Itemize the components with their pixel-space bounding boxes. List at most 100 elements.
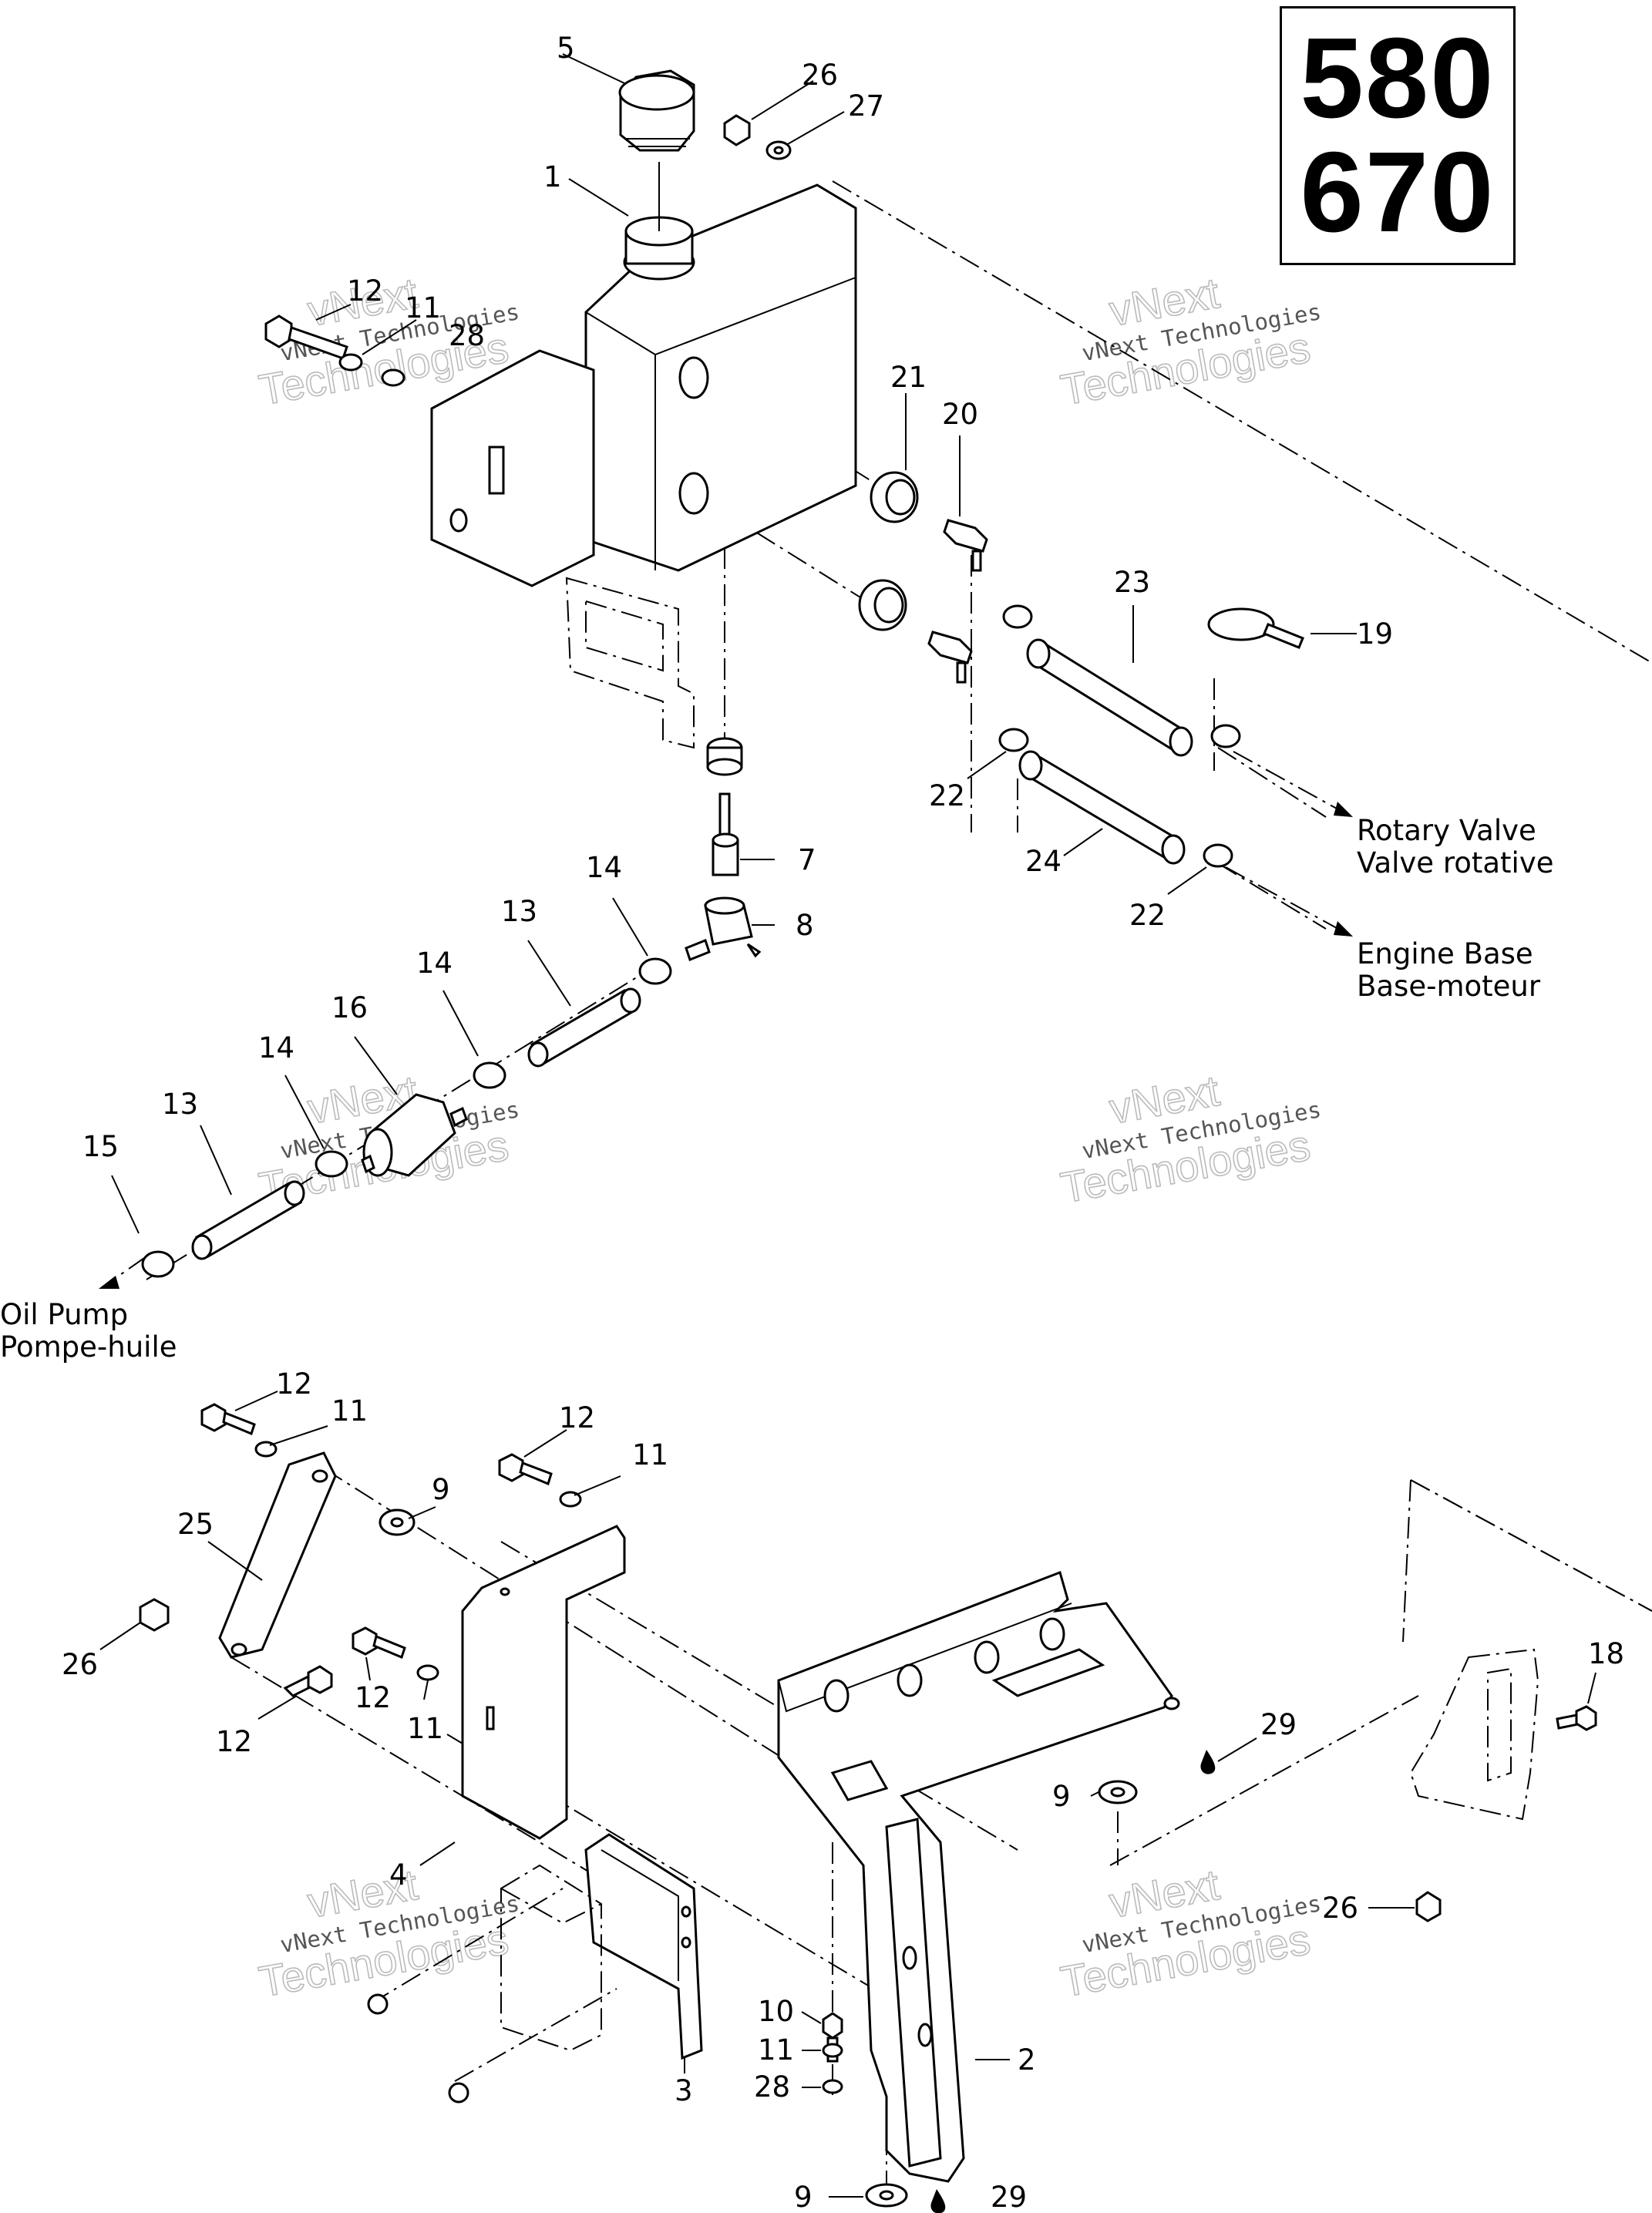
tee-fitting-8: [685, 896, 762, 961]
clamp-14-a: [638, 957, 672, 985]
callout-22: 22: [1129, 899, 1166, 932]
destination-arrows: [99, 751, 1353, 1289]
callout-7: 7: [798, 843, 816, 876]
callout-9: 9: [794, 2181, 813, 2213]
callout-29: 29: [1260, 1708, 1297, 1741]
watermark-4: vNext vNext Technologies Technologies: [1056, 1065, 1323, 1212]
inline-filter-16: [361, 1093, 468, 1177]
callout-11: 11: [407, 1712, 443, 1745]
callout-4: 4: [389, 1858, 408, 1892]
callout-24: 24: [1025, 845, 1062, 878]
washer-11-bottom: [822, 2043, 843, 2058]
callout-22: 22: [929, 779, 965, 812]
callout-10: 10: [758, 1995, 794, 2028]
leader-lines: [99, 53, 1596, 2198]
callout-21: 21: [890, 361, 927, 394]
watermark-6: vNext vNext Technologies Technologies: [1056, 1859, 1323, 2006]
bolt-12-mid-low: [352, 1626, 439, 1681]
callout-14: 14: [416, 947, 453, 980]
nut-26-top: [723, 114, 751, 146]
washer-11-top: [338, 353, 363, 372]
callout-11: 11: [405, 291, 441, 325]
destination-engine-base-fr: Base-moteur: [1357, 970, 1541, 1003]
nut-26-right: [1415, 1891, 1442, 1922]
elbow-fitting-20-upper: [943, 519, 988, 572]
callout-5: 5: [557, 32, 575, 65]
callout-11: 11: [758, 2033, 794, 2067]
tank-grommet: [706, 737, 743, 776]
bolt-12-lower-left: [200, 1403, 278, 1458]
bolt-12-left-low: [283, 1665, 333, 1697]
callout-26: 26: [1322, 1892, 1358, 1925]
callout-9: 9: [1052, 1780, 1071, 1813]
support-25: [218, 1451, 337, 1659]
destination-labels: Rotary Valve Valve rotative Engine Base …: [0, 814, 1553, 1364]
callout-8: 8: [796, 909, 814, 942]
hose-23: [1026, 638, 1193, 757]
washer-9-upper: [379, 1508, 416, 1536]
sealant-drop-icon: [930, 1750, 1216, 2213]
callout-labels: 5 26 27 1 12 11 28 21 20 23 19 22 24 22 …: [62, 32, 1624, 2213]
callout-12: 12: [355, 1681, 391, 1714]
nut-26-left: [139, 1598, 170, 1632]
callout-15: 15: [82, 1130, 119, 1163]
grommet-21-lower: [858, 579, 907, 631]
clamp-15: [141, 1250, 175, 1278]
hose-13-upper: [527, 987, 641, 1068]
watermark-group: vNext vNext Technologies Technologies vN…: [254, 267, 1323, 2006]
callout-12: 12: [347, 274, 383, 308]
hose-13-lower: [191, 1180, 305, 1260]
callout-14: 14: [586, 851, 622, 884]
destination-rotary-valve-en: Rotary Valve: [1357, 814, 1536, 847]
callout-11: 11: [632, 1438, 668, 1471]
callout-26: 26: [802, 59, 838, 92]
callout-23: 23: [1114, 566, 1150, 599]
destination-oil-pump-fr: Pompe-huile: [0, 1330, 177, 1364]
lock-washer-28-top: [381, 368, 405, 387]
bracket-3: [584, 1833, 703, 2060]
bolt-12-top: [264, 314, 348, 360]
callout-11: 11: [331, 1394, 368, 1428]
callout-13: 13: [501, 895, 537, 928]
callout-26: 26: [62, 1648, 98, 1681]
bolt-18: [1556, 1705, 1597, 1731]
callout-28: 28: [449, 319, 485, 352]
model-number-580: 580: [1300, 15, 1496, 142]
callout-29: 29: [991, 2181, 1027, 2213]
lock-washer-28-bottom: [822, 2079, 843, 2094]
clamp-14-c: [315, 1150, 348, 1178]
callout-13: 13: [162, 1088, 198, 1121]
washer-9-right: [1098, 1780, 1138, 1804]
washer-27: [765, 140, 792, 160]
callout-12: 12: [216, 1725, 252, 1758]
callout-14: 14: [258, 1031, 294, 1064]
washer-9-bottom: [865, 2183, 908, 2208]
callout-12: 12: [559, 1401, 595, 1434]
destination-oil-pump-en: Oil Pump: [0, 1298, 128, 1331]
callout-9: 9: [432, 1473, 450, 1506]
cable-tie-19: [1207, 607, 1304, 649]
destination-rotary-valve-fr: Valve rotative: [1357, 846, 1553, 879]
tooth-washers: [367, 1993, 469, 2104]
pickup-filter-7: [712, 792, 739, 876]
model-number-box: 580 670: [1280, 6, 1516, 265]
callout-20: 20: [942, 398, 978, 431]
callout-27: 27: [848, 89, 884, 123]
clamp-14-b: [473, 1061, 506, 1089]
oil-tank: [430, 183, 857, 749]
callout-28: 28: [754, 2070, 790, 2104]
mount-bracket-ghost: [1409, 1479, 1652, 1821]
filler-cap: [618, 69, 695, 231]
callout-19: 19: [1357, 617, 1393, 651]
elbow-fitting-20-lower: [927, 631, 973, 684]
grommet-21-upper: [870, 471, 919, 523]
model-number-670: 670: [1300, 129, 1496, 256]
callout-1: 1: [543, 160, 562, 193]
bracket-4: [461, 1525, 626, 1840]
oil-reservoir-ghost: [500, 1864, 602, 2052]
bolt-12-lower-mid: [498, 1453, 582, 1508]
watermark-5: vNext vNext Technologies Technologies: [254, 1859, 521, 2006]
hose-clamps-22: [998, 604, 1241, 868]
callout-18: 18: [1588, 1637, 1624, 1670]
